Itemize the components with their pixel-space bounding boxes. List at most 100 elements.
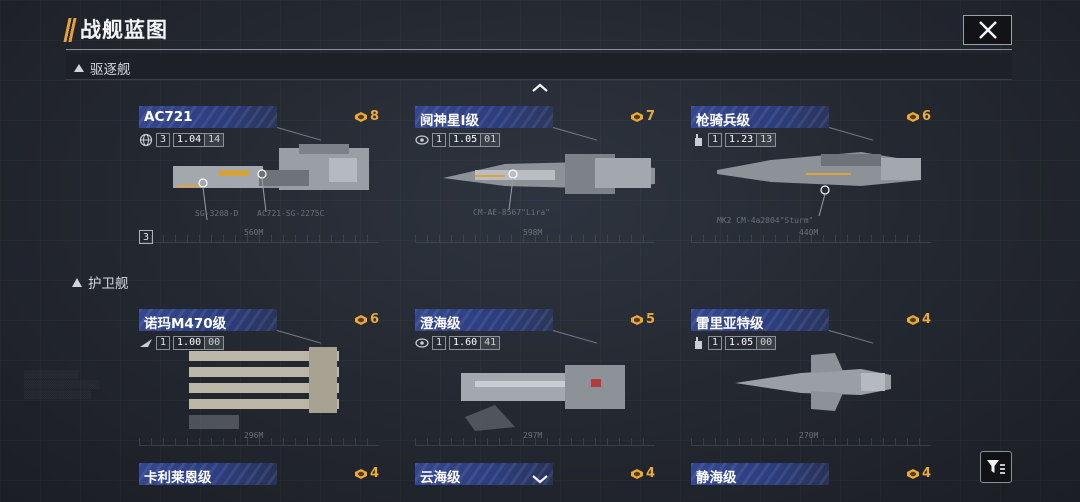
ship-blueprint-art — [173, 144, 369, 221]
hand-class-icon — [691, 133, 705, 147]
ship-name-bar: AC721 — [139, 106, 277, 128]
globe-class-icon — [139, 133, 153, 147]
ship-card-eris[interactable]: 阋神星Ⅰ级 7 1 1.05 01 CM-AE-8567"Lira" 598M — [415, 106, 655, 246]
tier-badge: 3 — [139, 230, 153, 244]
ship-length: 560M — [244, 228, 264, 237]
cost-value: 4 — [645, 466, 655, 481]
ship-name: AC721 — [144, 109, 193, 125]
ship-version: 1.05 00 — [725, 336, 777, 350]
version-major: 1.23 — [725, 133, 757, 147]
ship-count: 1 — [432, 336, 447, 350]
filter-icon — [987, 460, 1005, 474]
leader-line — [276, 127, 322, 141]
ship-length: 598M — [523, 228, 543, 237]
ship-stats: 1 1.23 13 — [691, 132, 777, 148]
section-header-frigate[interactable]: 护卫舰 — [72, 272, 129, 292]
chevron-up-icon[interactable] — [531, 82, 549, 94]
cost-icon — [630, 468, 643, 479]
collapse-triangle-icon — [74, 64, 84, 72]
ship-name-bar: 卡利莱恩级 — [139, 463, 277, 486]
close-icon — [978, 21, 997, 39]
cost-value: 5 — [645, 312, 655, 327]
ship-name-bar: 诺玛M470级 — [139, 309, 277, 332]
cost-value: 8 — [369, 109, 379, 124]
ship-name: 澄海级 — [420, 316, 461, 332]
section-header-destroyer[interactable]: 驱逐舰 — [66, 53, 1012, 80]
cost-value: 4 — [921, 466, 931, 481]
ship-blueprint-art — [461, 365, 625, 431]
ship-name-bar: 云海级 — [415, 463, 553, 486]
ship-cost: 6 — [354, 312, 379, 327]
ship-length: 296M — [244, 431, 264, 440]
header: 战舰蓝图 — [0, 0, 1080, 52]
cost-icon — [354, 111, 367, 122]
version-minor: 14 — [204, 133, 225, 147]
ship-stats: 1 1.05 01 — [415, 132, 501, 148]
wing-class-icon — [139, 336, 153, 350]
ship-card-leiliyate[interactable]: 雷里亚特级 4 1 1.05 00 270M — [691, 309, 931, 449]
ship-count: 1 — [708, 133, 723, 147]
ship-name-bar: 阋神星Ⅰ级 — [415, 106, 553, 129]
ship-cost: 4 — [906, 466, 931, 481]
filter-button[interactable] — [980, 451, 1012, 483]
ship-version: 1.05 01 — [449, 133, 501, 147]
ship-name-bar: 澄海级 — [415, 309, 553, 332]
ship-length: 440M — [799, 228, 819, 237]
leader-line — [552, 330, 598, 344]
part-label: MK2 CM-4a2804"Sturm" — [717, 216, 814, 225]
ship-length: 270M — [799, 431, 819, 440]
ship-card-kalileien[interactable]: 卡利莱恩级 4 — [139, 463, 379, 493]
background-deco-text: ░░░░░░░░░░░░░░░░░░░░░░░░░░░░░░░░░░░░░░░░… — [24, 371, 100, 399]
version-major: 1.00 — [173, 336, 205, 350]
version-minor: 13 — [756, 133, 777, 147]
ship-card-yunhai[interactable]: 云海级 4 — [415, 463, 655, 493]
ship-card-noma[interactable]: 诺玛M470级 6 1 1.00 00 296M — [139, 309, 379, 449]
cost-icon — [630, 111, 643, 122]
length-ruler — [139, 438, 379, 446]
leader-line — [552, 127, 598, 141]
ship-card-jinghai[interactable]: 静海级 4 — [691, 463, 931, 493]
length-ruler — [691, 235, 931, 243]
ship-count: 1 — [156, 336, 171, 350]
length-ruler — [691, 438, 931, 446]
ship-name: 云海级 — [420, 470, 461, 486]
ship-card-chenghai[interactable]: 澄海级 5 1 1.60 41 297M — [415, 309, 655, 449]
ship-name: 阋神星Ⅰ级 — [420, 113, 480, 129]
version-major: 1.60 — [449, 336, 481, 350]
ship-version: 1.04 14 — [173, 133, 225, 147]
ship-cost: 8 — [354, 109, 379, 124]
ship-count: 1 — [432, 133, 447, 147]
ship-card-ac721[interactable]: AC721 8 3 1.04 14 SG-3208-D AC721-SG-227… — [139, 106, 379, 246]
close-button[interactable] — [963, 15, 1012, 45]
length-ruler — [139, 235, 379, 243]
ship-blueprint-art — [189, 347, 339, 429]
version-major: 1.04 — [173, 133, 205, 147]
length-ruler — [415, 438, 655, 446]
leader-line — [828, 127, 874, 141]
ship-count: 1 — [708, 336, 723, 350]
ship-blueprint-art — [443, 154, 655, 211]
cost-value: 4 — [921, 312, 931, 327]
ship-version: 1.23 13 — [725, 133, 777, 147]
ship-cost: 7 — [630, 109, 655, 124]
ship-card-lancer[interactable]: 枪骑兵级 6 1 1.23 13 MK2 CM-4a2804"Sturm" 44… — [691, 106, 931, 246]
ship-count: 3 — [156, 133, 171, 147]
eye-class-icon — [415, 133, 429, 147]
hull-label: SG-3208-D — [195, 209, 239, 218]
version-minor: 00 — [204, 336, 225, 350]
ship-cost: 4 — [906, 312, 931, 327]
cost-icon — [906, 111, 919, 122]
ship-version: 1.00 00 — [173, 336, 225, 350]
collapse-triangle-icon — [72, 277, 82, 287]
version-minor: 01 — [480, 133, 501, 147]
ship-name: 静海级 — [696, 470, 737, 486]
ship-name-bar: 雷里亚特级 — [691, 309, 829, 332]
cost-icon — [906, 314, 919, 325]
cost-value: 4 — [369, 466, 379, 481]
section-title: 护卫舰 — [88, 276, 129, 292]
length-ruler — [415, 235, 655, 243]
cost-value: 7 — [645, 109, 655, 124]
ship-blueprint-art — [717, 152, 921, 217]
ship-name: 诺玛M470级 — [144, 316, 227, 332]
chevron-down-icon[interactable] — [531, 473, 549, 485]
